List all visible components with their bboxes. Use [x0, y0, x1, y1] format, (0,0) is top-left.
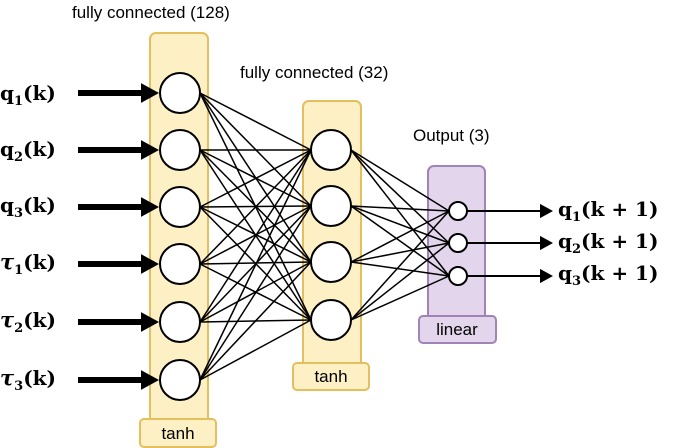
output-activation-tab — [418, 315, 497, 344]
layer2-neuron — [310, 241, 352, 283]
connection-edge — [199, 149, 312, 381]
connection-edge — [199, 205, 312, 381]
connection-edge — [350, 149, 450, 212]
connection-edge — [199, 261, 312, 381]
connection-edge — [350, 261, 450, 277]
input-arrow-head — [141, 312, 159, 332]
layer1-neuron — [159, 359, 201, 401]
layer2-neuron — [310, 185, 352, 227]
input-label-2: q2(k) — [0, 137, 56, 165]
layer1-neuron — [159, 301, 201, 343]
output-arrows — [467, 203, 553, 284]
input-arrow-head — [141, 140, 159, 160]
output-arrow-head — [540, 203, 553, 219]
connection-edge — [199, 92, 312, 151]
input-label-1: q1(k) — [0, 81, 56, 109]
input-label-3: q3(k) — [0, 193, 56, 221]
input-label-4: τ1(k) — [0, 249, 56, 278]
output-neuron — [448, 266, 468, 286]
layer1-title: fully connected (128) — [72, 3, 230, 22]
connection-edge — [199, 319, 312, 381]
input-label-5: τ2(k) — [0, 307, 56, 336]
output-arrow-head — [540, 268, 553, 284]
connection-edge — [350, 205, 450, 212]
layer1-neuron — [159, 72, 201, 114]
layer1-neuron — [159, 243, 201, 285]
layer1-neuron — [159, 129, 201, 171]
output-neuron — [448, 201, 468, 221]
layer1-activation-label: tanh — [161, 424, 194, 443]
layer2-neuron — [310, 299, 352, 341]
input-label-6: τ3(k) — [0, 365, 56, 394]
output-neuron — [448, 233, 468, 253]
output-label-2: q2(k + 1) — [558, 229, 658, 257]
input-arrows — [78, 83, 159, 390]
input-arrow-head — [141, 370, 159, 390]
connection-edge — [350, 205, 450, 277]
connections — [199, 92, 450, 381]
layer2-activation-label: tanh — [314, 367, 347, 386]
output-title: Output (3) — [413, 126, 490, 145]
output-label-3: q3(k + 1) — [558, 261, 658, 289]
output-arrow-head — [540, 235, 553, 251]
connection-edge — [350, 205, 450, 244]
connection-edge — [350, 275, 450, 321]
output-label-1: q1(k + 1) — [558, 197, 658, 225]
input-arrow-head — [141, 254, 159, 274]
layer1-neuron — [159, 186, 201, 228]
neurons — [159, 72, 468, 401]
connection-edge — [350, 210, 450, 321]
connection-edge — [350, 242, 450, 263]
connection-edge — [199, 149, 312, 265]
layer2-title: fully connected (32) — [240, 63, 388, 82]
layer2-activation-tab — [292, 362, 370, 391]
connection-edge — [350, 210, 450, 263]
connection-edge — [350, 149, 450, 244]
connection-edge — [350, 242, 450, 321]
connection-edge — [199, 149, 312, 208]
input-arrow-head — [141, 197, 159, 217]
output-activation-label: linear — [436, 320, 478, 339]
layer2-neuron — [310, 129, 352, 171]
connection-edge — [199, 149, 312, 323]
input-arrow-head — [141, 83, 159, 103]
layer1-activation-tab — [139, 418, 217, 448]
